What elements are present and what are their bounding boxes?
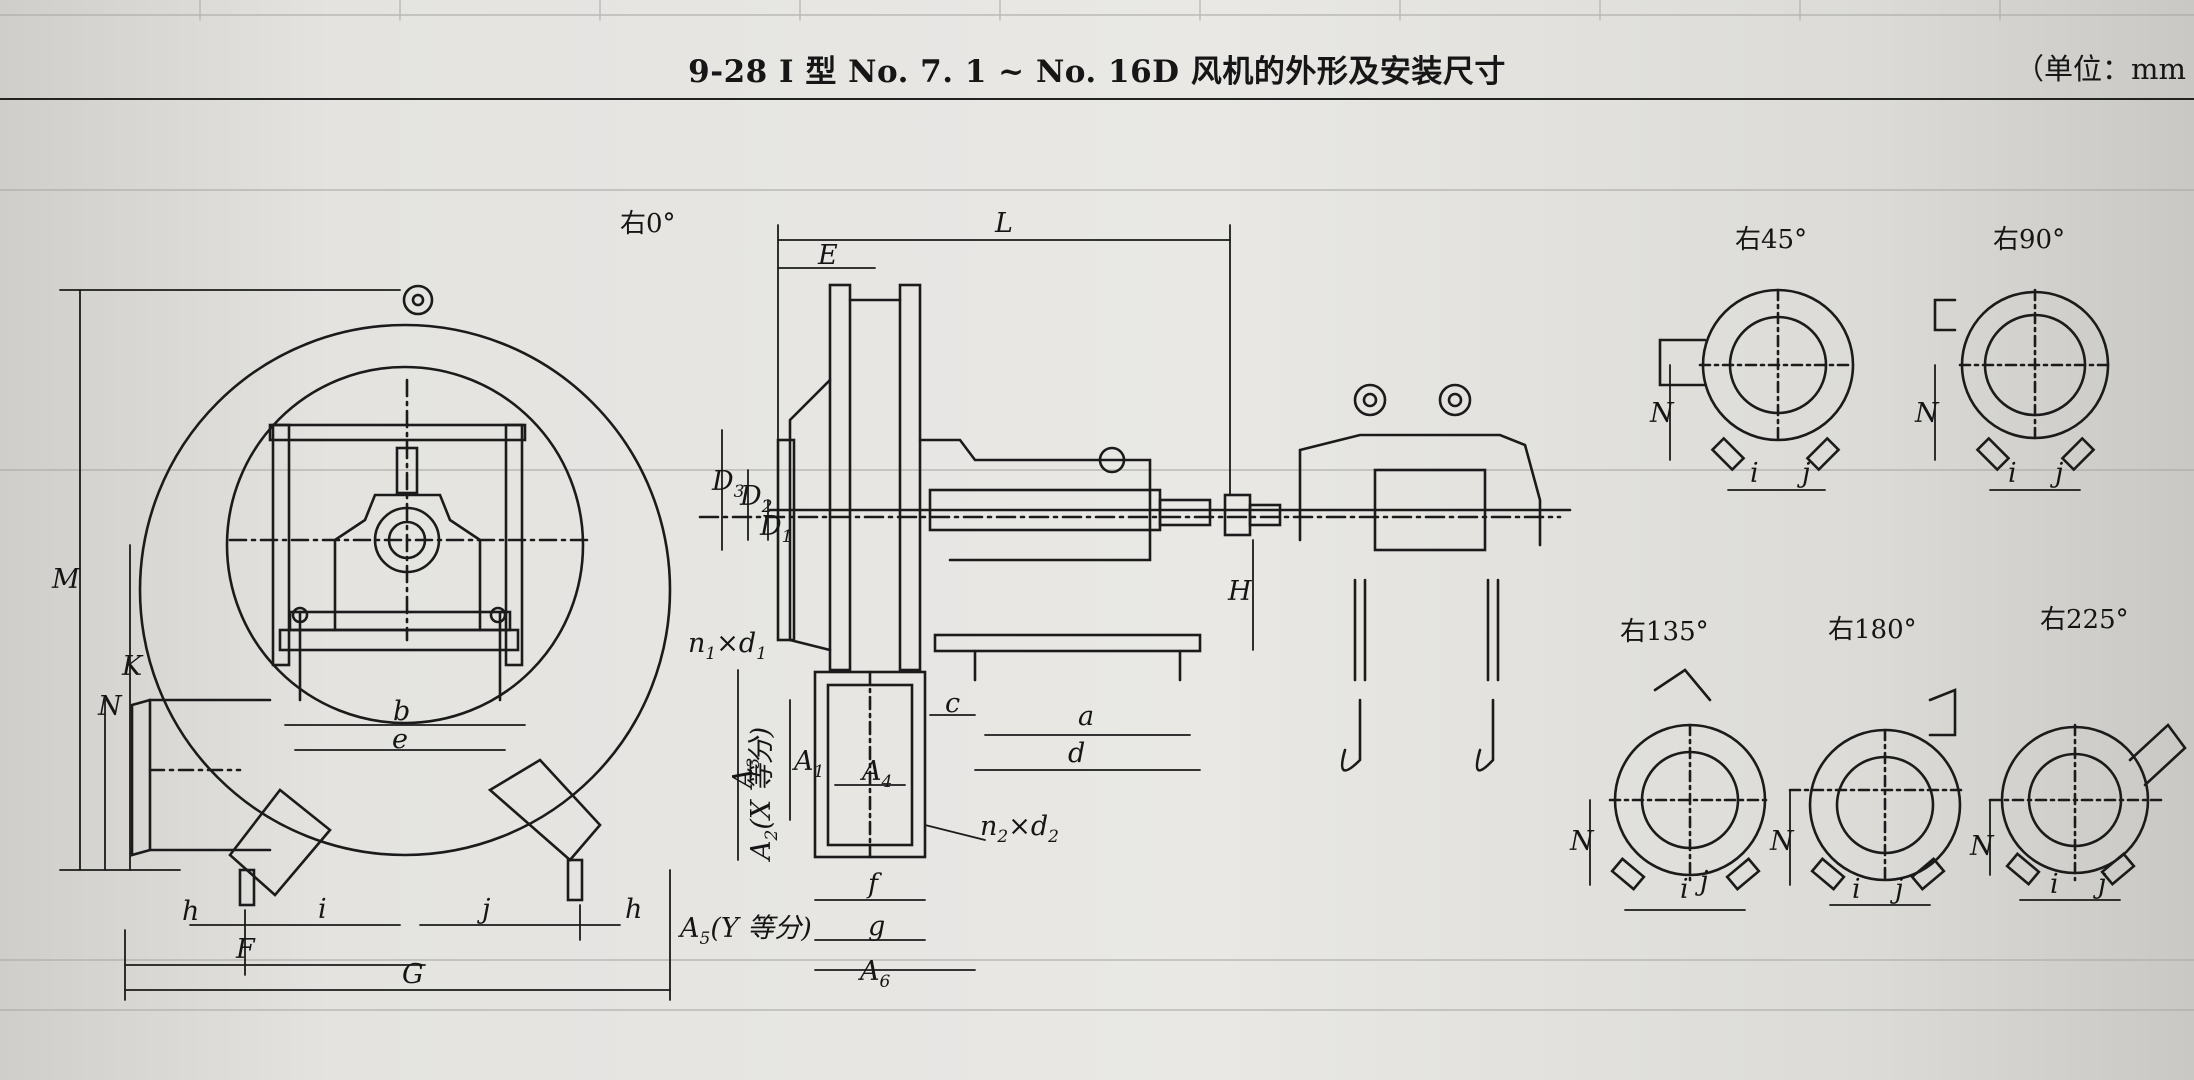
dim-F: F xyxy=(235,934,256,965)
dim-j: j xyxy=(477,894,490,925)
dim-e: e xyxy=(392,724,408,755)
dim-M: M xyxy=(51,564,81,595)
view-right-135 xyxy=(1589,668,1772,911)
dim-N-225: N xyxy=(1969,831,1995,862)
dim-j-135: j xyxy=(1695,866,1708,897)
dim-D2: D2 xyxy=(739,481,772,517)
dim-f: f xyxy=(866,869,882,900)
dim-N-90: N xyxy=(1914,398,1940,429)
view-labels: 右0° 右45° 右90° 右135° 右180° 右225° xyxy=(620,209,2129,647)
view-right-180 xyxy=(1788,688,1967,906)
dim-A3: A3 xyxy=(728,758,764,791)
dim-D3: D3 xyxy=(711,466,744,502)
background-table-grid xyxy=(0,0,2194,1011)
view-right-45 xyxy=(1658,288,1855,491)
dim-i-135: i xyxy=(1680,874,1689,905)
dim-h-right: h xyxy=(625,894,642,925)
front-view-dimensions xyxy=(59,289,671,1001)
dim-b: b xyxy=(393,696,410,727)
dim-K: K xyxy=(121,651,144,682)
dim-i-45: i xyxy=(1750,458,1759,489)
title-rule xyxy=(0,98,2194,100)
dim-D1: D1 xyxy=(759,511,792,547)
label-right-225: 右225° xyxy=(2040,605,2129,635)
dimension-labels: M K N b e h i j h F G L E D3 D2 D1 H a c… xyxy=(51,208,2106,992)
dim-n2-d2: n2×d2 xyxy=(980,811,1059,847)
dim-i-225: i xyxy=(2050,869,2059,900)
dim-E: E xyxy=(817,240,838,271)
dim-H: H xyxy=(1227,576,1252,607)
label-right-180: 右180° xyxy=(1828,615,1917,645)
dim-j-45: j xyxy=(1797,458,1810,489)
label-right-135: 右135° xyxy=(1620,617,1709,647)
front-view xyxy=(130,284,672,907)
dim-A4: A4 xyxy=(859,756,892,792)
dim-i-90: i xyxy=(2008,458,2017,489)
dim-j-90: j xyxy=(2050,458,2063,489)
dim-N-135: N xyxy=(1569,826,1595,857)
dim-A1: A1 xyxy=(791,746,824,782)
dim-i-180: i xyxy=(1852,874,1861,905)
dim-N: N xyxy=(97,691,123,722)
dim-N-45: N xyxy=(1649,398,1675,429)
side-view-dimensions xyxy=(721,224,1254,971)
view-right-225 xyxy=(1988,723,2187,901)
label-right-0: 右0° xyxy=(620,209,676,239)
dim-i: i xyxy=(318,894,327,925)
dim-G: G xyxy=(402,959,424,990)
dim-a: a xyxy=(1078,701,1094,732)
side-view xyxy=(698,283,1572,859)
dim-g: g xyxy=(868,911,885,942)
label-right-45: 右45° xyxy=(1735,225,1807,255)
unit-note: （单位：mm xyxy=(2015,52,2186,86)
dim-A5: A5(Y 等分) xyxy=(677,913,812,949)
dim-A2: A2(X 等分) xyxy=(746,727,782,863)
label-right-90: 右90° xyxy=(1993,225,2065,255)
view-right-90 xyxy=(1933,288,2112,491)
dim-c: c xyxy=(945,688,960,719)
dim-j-225: j xyxy=(2093,869,2106,900)
dim-h-left: h xyxy=(182,896,199,927)
dim-A6: A6 xyxy=(857,956,891,992)
dim-L: L xyxy=(994,208,1013,239)
dim-d: d xyxy=(1068,738,1085,769)
dim-n1-d1: n1×d1 xyxy=(688,628,767,664)
page-title: 9-28 I 型 No. 7. 1 ~ No. 16D 风机的外形及安装尺寸 xyxy=(688,54,1506,90)
dim-N-180: N xyxy=(1769,826,1795,857)
